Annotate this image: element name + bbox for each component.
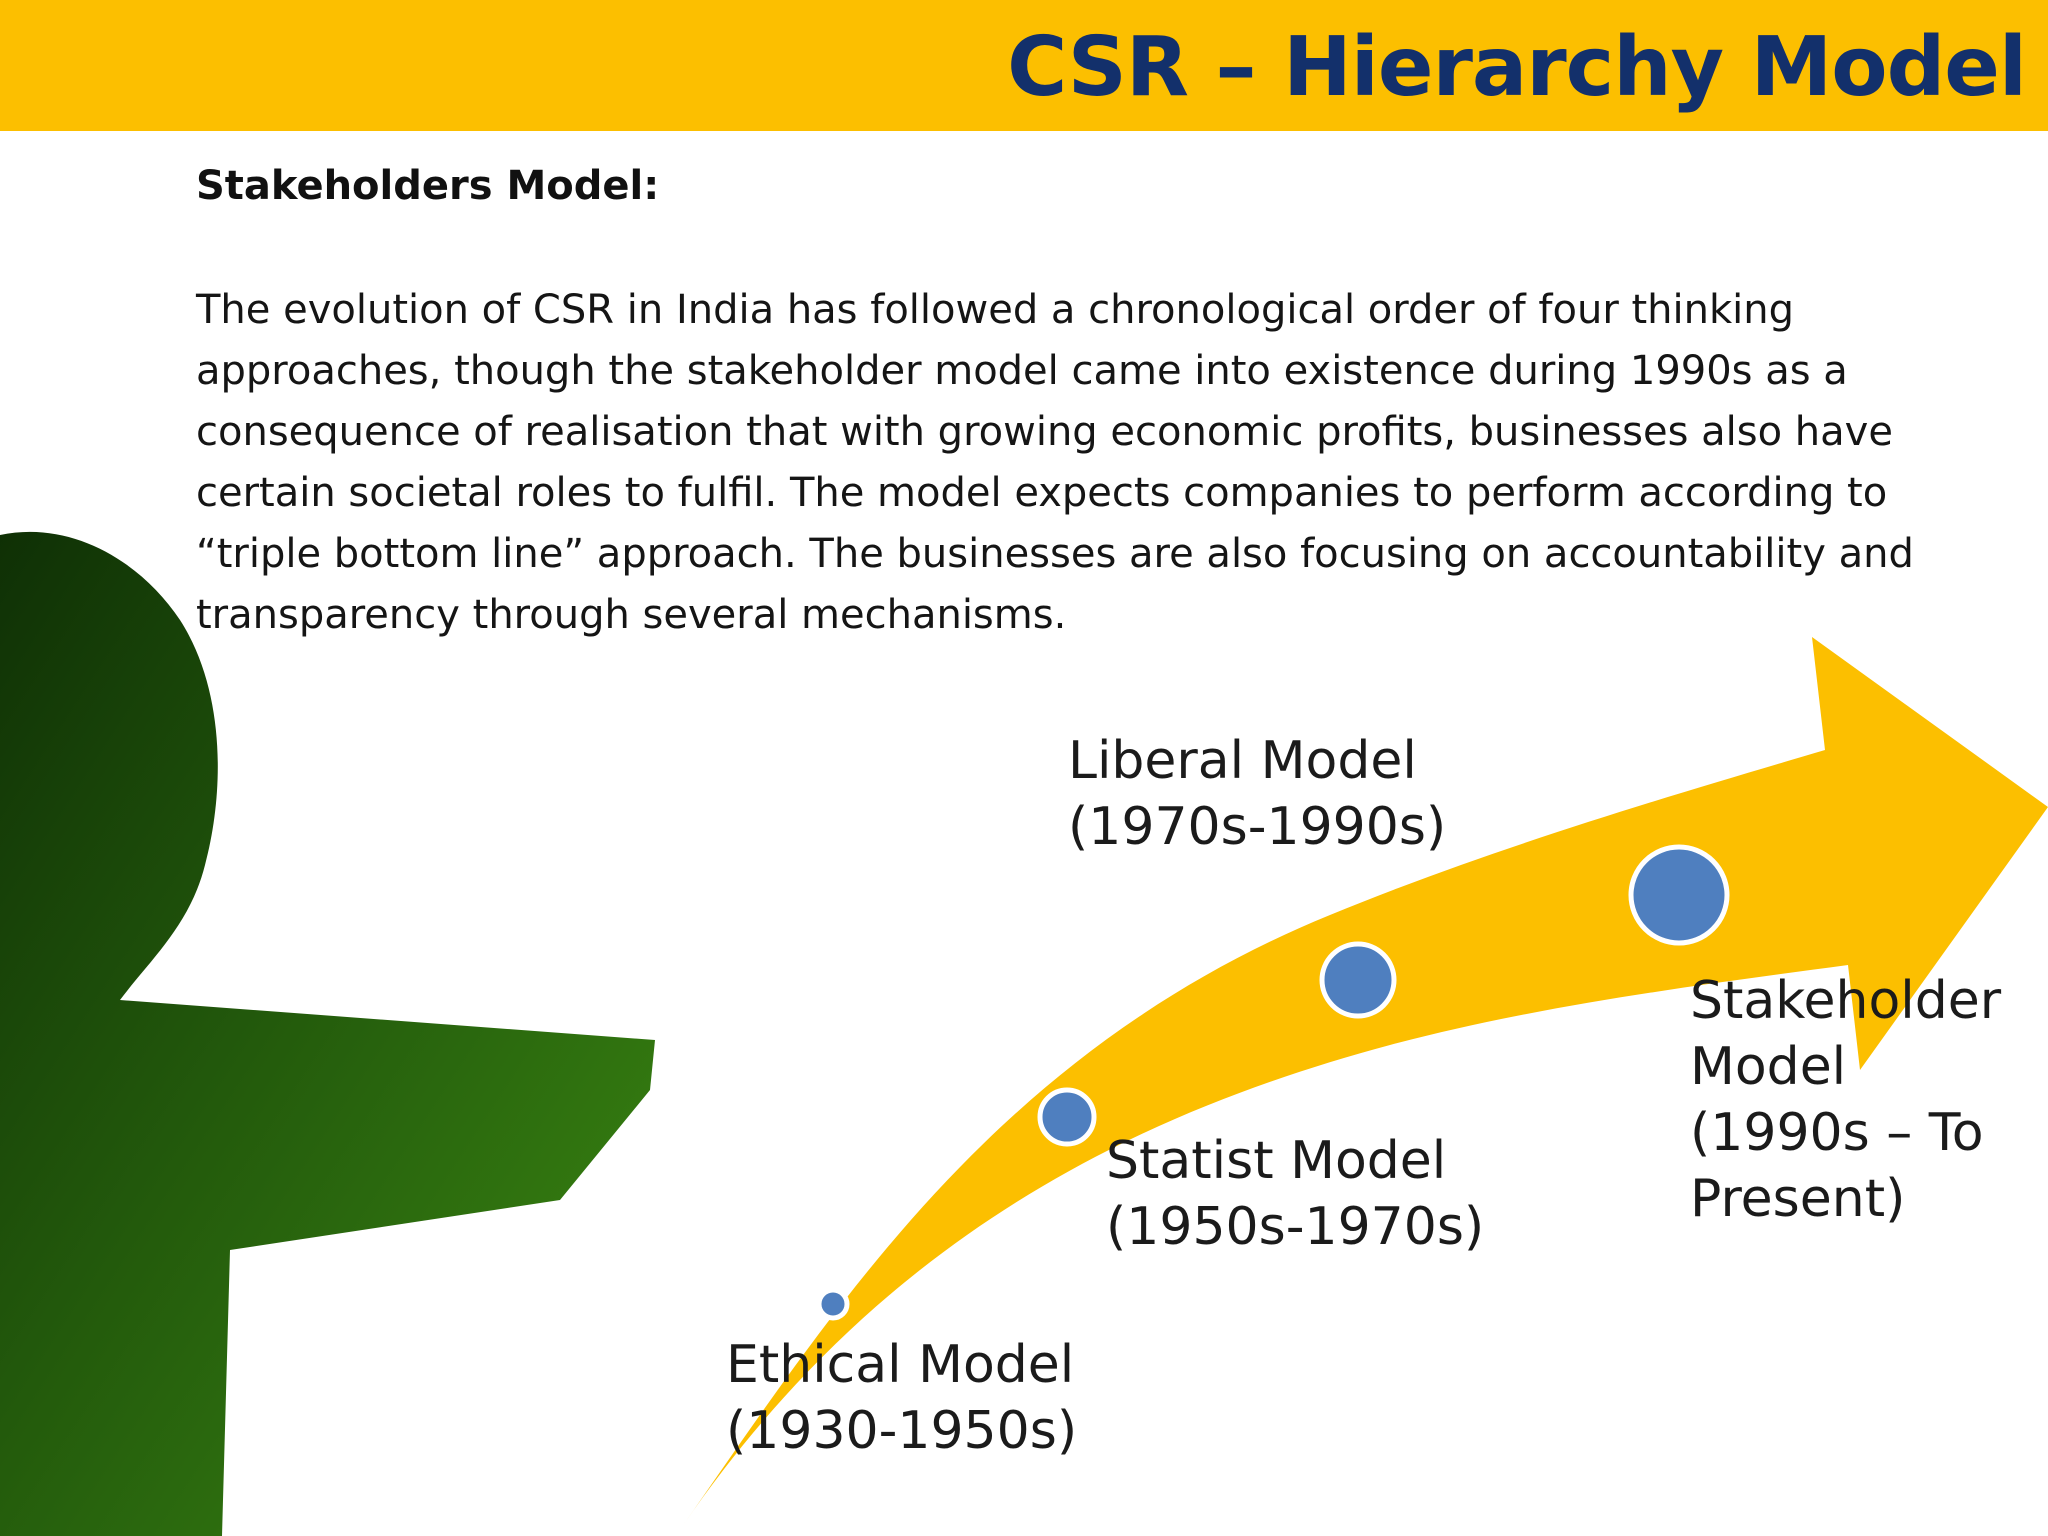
section-heading: Stakeholders Model: bbox=[196, 163, 660, 209]
title-bar: CSR – Hierarchy Model bbox=[0, 0, 2048, 131]
stage-name: Stakeholder bbox=[1690, 971, 2002, 1031]
stage-label-liberal: Liberal Model (1970s-1990s) bbox=[1068, 728, 1446, 860]
body-line: transparency through several mechanisms. bbox=[196, 592, 1067, 638]
body-paragraph: The evolution of CSR in India has follow… bbox=[196, 280, 1996, 646]
stage-label-ethical: Ethical Model (1930-1950s) bbox=[726, 1332, 1077, 1464]
stage-name: Ethical Model bbox=[726, 1335, 1075, 1395]
body-line: approaches, though the stakeholder model… bbox=[196, 348, 1848, 394]
stage-dot-statist bbox=[1037, 1087, 1097, 1147]
body-line: certain societal roles to fulfil. The mo… bbox=[196, 470, 1888, 516]
body-line: The evolution of CSR in India has follow… bbox=[196, 287, 1795, 333]
stage-period-line2: Present) bbox=[1690, 1169, 1906, 1229]
green-figure-silhouette bbox=[0, 531, 655, 1536]
stage-label-stakeholder: Stakeholder Model (1990s – To Present) bbox=[1690, 968, 2001, 1232]
slide-title: CSR – Hierarchy Model bbox=[1007, 20, 2027, 115]
body-line: “triple bottom line” approach. The busin… bbox=[196, 531, 1914, 577]
stage-dot-ethical bbox=[816, 1287, 850, 1321]
stage-period: (1950s-1970s) bbox=[1106, 1197, 1485, 1257]
stage-label-statist: Statist Model (1950s-1970s) bbox=[1106, 1128, 1484, 1260]
stage-dot-stakeholder bbox=[1628, 844, 1730, 946]
stage-period: (1970s-1990s) bbox=[1068, 797, 1447, 857]
stage-period: (1930-1950s) bbox=[726, 1401, 1078, 1461]
body-line: consequence of realisation that with gro… bbox=[196, 409, 1893, 455]
stage-dot-liberal bbox=[1319, 941, 1397, 1019]
stage-name: Liberal Model bbox=[1068, 731, 1417, 791]
stage-name: Statist Model bbox=[1106, 1131, 1447, 1191]
stage-period: (1990s – To bbox=[1690, 1103, 1984, 1163]
stage-name-line2: Model bbox=[1690, 1037, 1847, 1097]
